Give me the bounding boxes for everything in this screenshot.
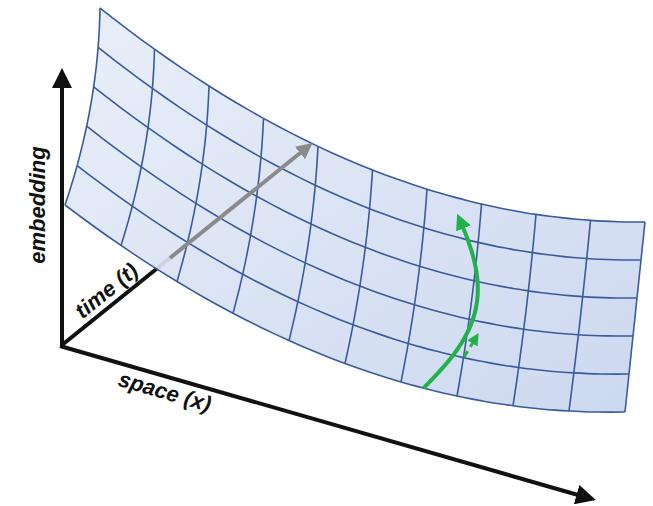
grid-line: [401, 189, 427, 382]
grid-line: [289, 146, 318, 340]
grid-line: [65, 8, 100, 205]
grid-line: [98, 47, 641, 260]
grid-line: [233, 118, 264, 313]
trajectory: [423, 218, 477, 388]
grid-line: [94, 87, 637, 298]
time-axis: [62, 258, 170, 345]
grid-line: [345, 170, 373, 364]
grid-line: [569, 220, 591, 411]
tangent-arrow: [464, 336, 477, 357]
embedding-surface: [65, 8, 645, 412]
grid-line: [77, 166, 629, 375]
axis-label: embedding: [27, 146, 49, 263]
grid-line: [100, 8, 645, 222]
grid-line: [87, 126, 633, 336]
time-arrow: [170, 145, 310, 258]
grid-line: [513, 214, 536, 405]
trajectory-arrow: [423, 218, 477, 388]
embedding-axis: [60, 72, 64, 347]
grid-line: [625, 222, 645, 412]
axis-label-holder: embedding: [27, 146, 49, 263]
surface-fill: [65, 8, 645, 412]
